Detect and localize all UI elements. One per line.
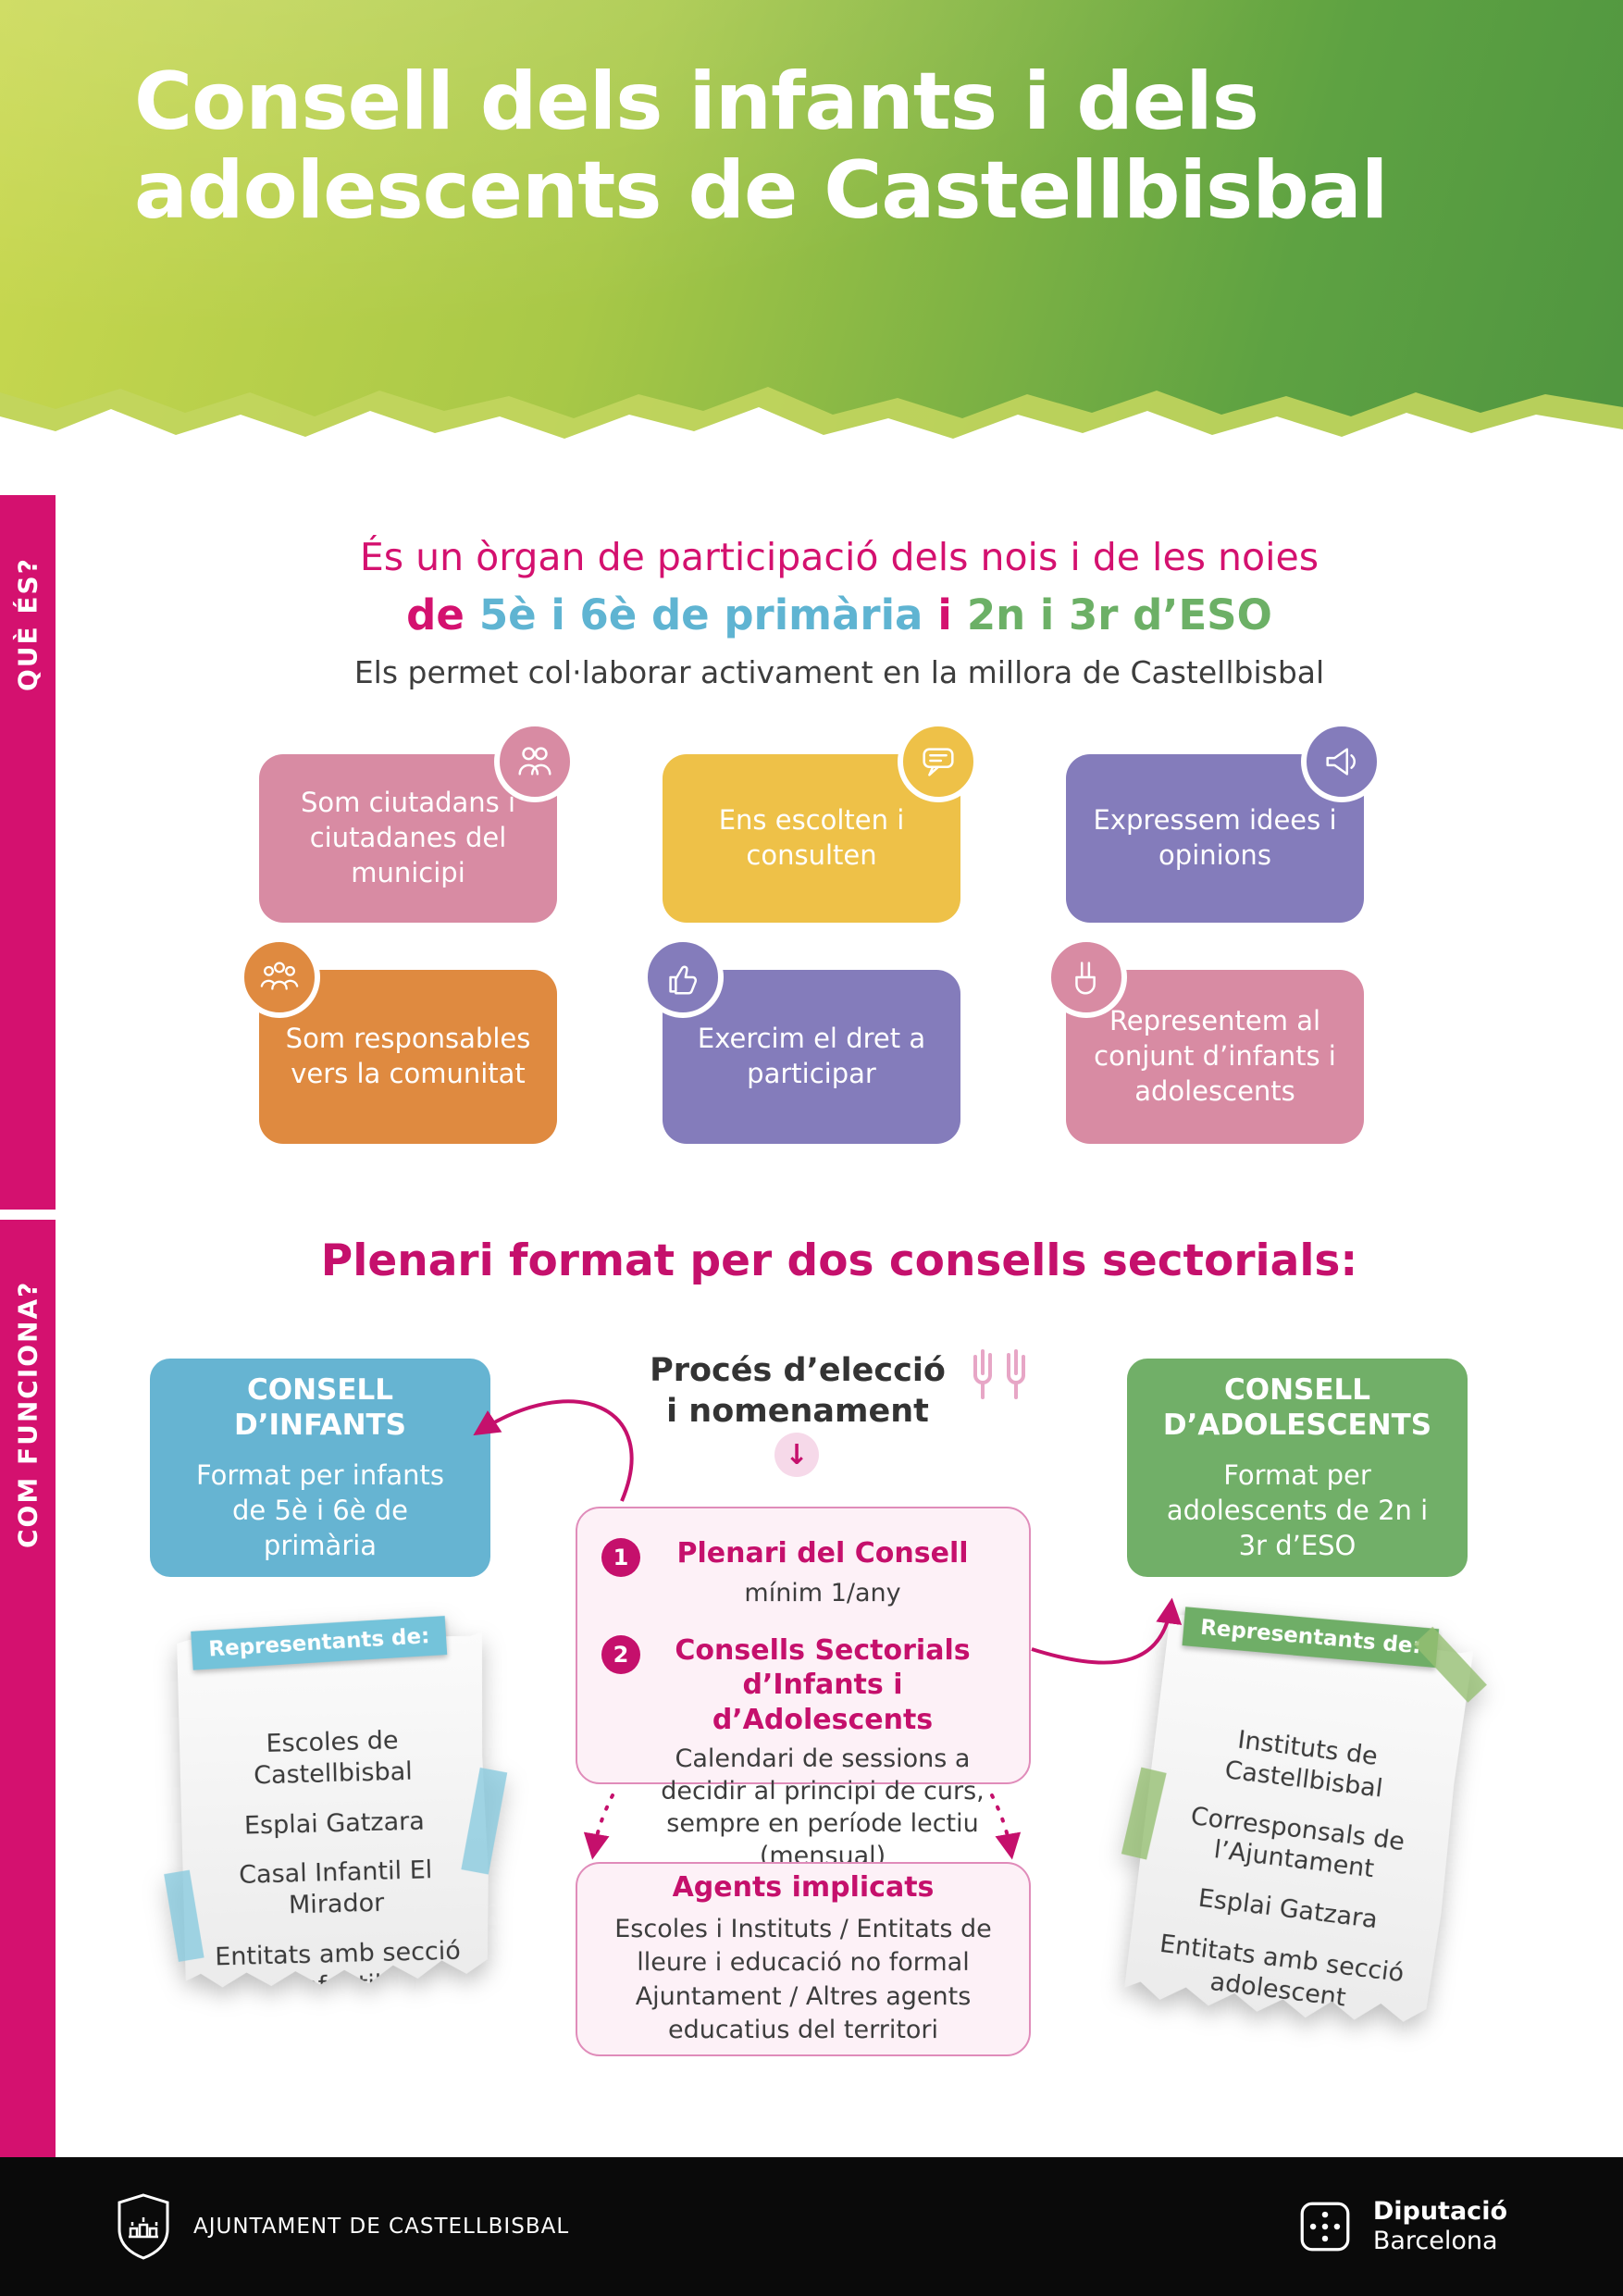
process-label-line1: Procés d’elecció [650,1352,946,1389]
card-responsible-text: Som responsables vers la comunitat [285,1023,531,1089]
intro-line2-primaria: 5è i 6è de primària [478,590,923,639]
card-represent: Representem al conjunt d’infants i adole… [1046,937,1364,1144]
note-right-item: Corresponsals de l’Ajuntament [1189,1801,1406,1884]
process-label-line2: i nomenament [666,1392,929,1430]
intro-line1: És un òrgan de participació dels nois i … [359,535,1319,579]
header-banner: Consell dels infants i dels adolescents … [0,0,1623,465]
plenari-process-box: 1 Plenari del Consell mínim 1/any 2 Cons… [576,1507,1031,1870]
council-adolescents-subtitle: Format per adolescents de 2n i 3r d’ESO [1166,1459,1429,1561]
intro-block: És un òrgan de participació dels nois i … [56,535,1623,690]
diputacio-logo-group: Diputació Barcelona [1299,2197,1507,2257]
representatives-note-infants: Escoles de Castellbisbal Esplai Gatzara … [164,1615,508,1992]
process-step-1: 1 Plenari del Consell mínim 1/any [601,1536,1001,1609]
arrow-to-adolescents [1031,1597,1183,1665]
raised-hands-icon [960,1329,1038,1410]
thumbs-up-icon [642,937,724,1018]
torn-paper-edge [0,387,1623,465]
step-1-text: mínim 1/any [744,1578,901,1607]
council-adolescents-box: CONSELL D’ADOLESCENTS Format per adolesc… [1127,1359,1468,1577]
council-infants-title: CONSELL D’INFANTS [233,1372,406,1443]
diputacio-icon [1300,2202,1350,2252]
card-listened: Ens escolten i consulten [663,721,979,923]
community-icon [239,937,320,1018]
representatives-note-adolescents: Instituts de Castellbisbal Corresponsals… [1121,1607,1487,2036]
card-responsible: Som responsables vers la comunitat [239,937,557,1144]
process-step-2: 2 Consells Sectorials d’Infants i d’Adol… [601,1633,1001,1873]
sidebar-label-how: COM FUNCIONA? [12,1280,43,1548]
step-1-title: Plenari del Consell [676,1537,969,1570]
diputacio-label: Diputació Barcelona [1373,2197,1507,2257]
citizens-icon [494,721,576,802]
diputacio-line1: Diputació [1372,2196,1507,2226]
process-label: Procés d’elecció i nomenament [640,1351,955,1433]
note-paper: Escoles de Castellbisbal Esplai Gatzara … [177,1632,491,1992]
council-adolescents-title: CONSELL D’ADOLESCENTS [1162,1372,1432,1443]
note-left-item: Entitats amb secció infantil [214,1936,462,2001]
sidebar-section-what: QUÈ ÉS? [0,495,56,1210]
intro-line2: de 5è i 6è de primària i 2n i 3r d’ESO [56,590,1623,639]
intro-line2-eso: 2n i 3r d’ESO [966,590,1272,639]
step-1-number: 1 [601,1538,640,1577]
ajuntament-logo-group: AJUNTAMENT DE CASTELLBISBAL [116,2192,569,2261]
intro-line2-connector: i [937,590,952,639]
note-right-item: Entitats amb secció adolescent [1158,1929,1406,2013]
intro-line3: Els permet col·laborar activament en la … [353,654,1325,690]
agents-text: Escoles i Instituts / Entitats de lleure… [614,1914,992,2044]
note-left-items: Escoles de Castellbisbal Esplai Gatzara … [177,1632,491,2005]
castle-shield-icon [118,2193,169,2260]
step-2-text: Calendari de sessions a decidir al princ… [661,1744,985,1871]
card-participate-text: Exercim el dret a participar [697,1023,926,1089]
card-participate: Exercim el dret a participar [642,937,960,1144]
intro-line2-prefix: de [406,590,465,639]
section-heading-plenari: Plenari format per dos consells sectoria… [320,1235,1358,1286]
victory-hand-icon [1046,937,1127,1018]
card-listened-text: Ens escolten i consulten [718,804,905,871]
card-ideas-text: Expressem idees i opinions [1093,804,1337,871]
speech-bubble-icon [898,721,979,802]
megaphone-icon [1301,721,1382,802]
card-citizens-text: Som ciutadans i ciutadanes del municipi [300,787,516,888]
note-left-item: Esplai Gatzara [243,1806,426,1841]
arrow-to-infants [473,1399,634,1502]
diputacio-line2: Barcelona [1372,2227,1498,2255]
card-citizens: Som ciutadans i ciutadanes del municipi [259,721,576,923]
note-left-item: Casal Infantil El Mirador [238,1855,433,1920]
agents-title: Agents implicats [672,1870,935,1904]
card-represent-text: Representem al conjunt d’infants i adole… [1094,1005,1336,1107]
note-right-items: Instituts de Castellbisbal Corresponsals… [1124,1613,1473,2023]
page-title-line1: Consell dels infants i dels [134,56,1259,148]
ajuntament-label: AJUNTAMENT DE CASTELLBISBAL [193,2215,570,2239]
step-2-number: 2 [601,1634,640,1674]
council-infants-subtitle: Format per infants de 5è i 6è de primàri… [195,1459,445,1561]
down-arrow-icon: ↓ [774,1433,819,1477]
council-infants-box: CONSELL D’INFANTS Format per infants de … [150,1359,490,1577]
agents-box: Agents implicats Escoles i Instituts / E… [576,1862,1031,2056]
sidebar-label-what: QUÈ ÉS? [12,557,43,692]
card-ideas: Expressem idees i opinions [1066,721,1382,923]
page-title-line2: adolescents de Castellbisbal [134,144,1388,238]
page-title: Consell dels infants i dels adolescents … [134,56,1388,238]
step-2-title: Consells Sectorials d’Infants i d’Adoles… [675,1633,971,1736]
note-paper: Instituts de Castellbisbal Corresponsals… [1123,1613,1474,2036]
note-left-item: Escoles de Castellbisbal [253,1726,414,1791]
note-right-item: Instituts de Castellbisbal [1223,1725,1385,1804]
sidebar-section-how: COM FUNCIONA? [0,1220,56,2157]
footer-bar: AJUNTAMENT DE CASTELLBISBAL Diputació Ba… [0,2157,1623,2296]
